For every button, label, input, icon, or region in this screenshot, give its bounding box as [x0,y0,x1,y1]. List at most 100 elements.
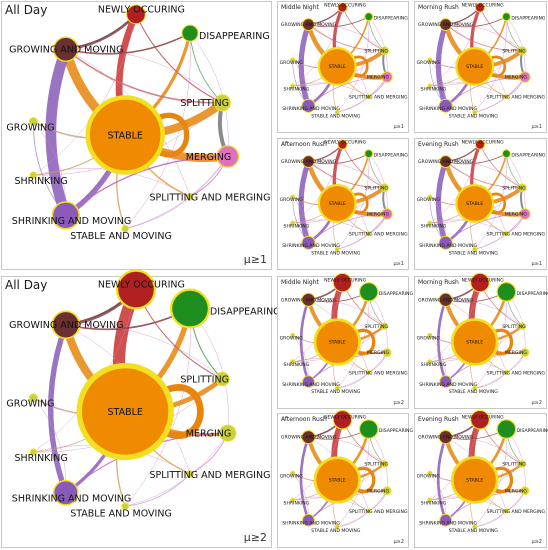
edge-gm-shm [47,322,69,496]
node-spm [503,508,509,514]
edge-gm-shm [45,43,72,221]
edge-self-loop [355,466,376,494]
edge-gm-di [64,32,191,55]
edge-minor [337,352,388,389]
node-me [382,348,392,357]
node-shm [438,98,453,113]
node-shm [302,513,315,527]
node-label-shm: SHRINKING AND MOVING [12,216,131,227]
node-label-st: STABLE [107,407,142,418]
node-sp [379,46,389,56]
node-label-sp: SPLITTING [364,462,388,468]
node-label-shm: SHRINKING AND MOVING [282,382,340,388]
node-label-st: STABLE [107,130,142,141]
node-gm [51,310,81,340]
node-sh [290,220,296,226]
node-shm [302,375,315,388]
node-sh [290,83,296,89]
node-label-me: MERGING [505,212,527,218]
node-label-gm: GROWING AND MOVING [281,22,337,28]
edge-minor [506,153,526,215]
node-label-me: MERGING [367,75,389,81]
node-spm [366,508,372,514]
node-label-gr: GROWING [417,474,441,480]
node-me [219,424,237,442]
threshold-label: μ≥2 [393,539,404,545]
node-di [364,12,374,22]
node-di [496,282,517,302]
node-label-stm: STABLE AND MOVING [449,389,499,395]
node-label-di: DISAPPEARING [210,307,281,318]
edge-minor [445,299,523,327]
node-no [332,272,353,293]
panel-title: All Day [5,278,47,292]
threshold-label: μ≥1 [244,253,267,266]
node-st [455,184,495,223]
node-gm [439,18,453,31]
edge-minor [445,436,523,465]
node-label-gr: GROWING [280,336,304,342]
node-gr [427,332,433,338]
node-gr [28,117,38,127]
node-label-shm: SHRINKING AND MOVING [419,382,477,388]
node-label-no: NEWLY OCCURING [98,4,185,15]
node-label-sp: SPLITTING [364,48,388,54]
node-label-di: DISAPPEARING [374,153,409,159]
node-label-spm: SPLITTING AND MERGING [349,509,408,515]
panel-title: Evening Rush [418,416,459,423]
node-me [519,71,531,83]
node-me [520,348,530,358]
node-label-no: NEWLY OCCURING [462,140,504,146]
edge-gm-sp [445,161,523,189]
node-label-sh: SHRINKING [421,362,447,368]
node-label-di: DISAPPEARING [517,428,548,434]
node-sh [290,359,296,365]
edge-gm-shm [435,158,449,246]
edge-me-shm [445,76,526,107]
node-label-sh: SHRINKING [421,223,447,229]
panel-title: All Day [5,3,47,17]
node-label-st: STABLE [466,478,483,484]
node-sh [29,171,38,179]
node-label-no: NEWLY OCCURING [462,3,504,9]
node-gr [427,194,433,200]
node-label-sh: SHRINKING [284,223,310,229]
edge-minor [474,213,526,250]
node-stm [121,502,129,511]
node-label-di: DISAPPEARING [517,291,548,297]
node-label-stm: STABLE AND MOVING [449,113,499,119]
node-stm [334,385,340,391]
node-label-spm: SPLITTING AND MERGING [150,470,271,481]
edge-self-loop [493,328,514,356]
node-shm [439,513,453,527]
node-st [450,456,499,504]
node-label-gr: GROWING [417,60,441,66]
node-label-sp: SPLITTING [502,324,526,330]
edge-no-sp [135,13,223,104]
edge-self-loop [352,55,369,78]
node-sp [379,183,389,193]
node-sp [518,460,527,468]
node-label-st: STABLE [466,64,483,70]
node-gr [290,194,296,200]
node-sh [427,220,433,226]
node-me [381,71,393,83]
node-di [501,149,511,159]
node-label-no: NEWLY OCCURING [462,415,504,421]
edge-minor [65,48,223,104]
node-label-gr: GROWING [6,399,54,410]
node-stm [334,246,340,252]
edge-self-loop [355,328,376,356]
edge-no-sp [479,144,523,189]
panel-title: Afternoon Rush [281,141,327,148]
node-label-gm: GROWING AND MOVING [281,435,337,441]
edge-minor [445,161,523,188]
node-no [126,4,146,25]
node-label-me: MERGING [367,488,389,494]
